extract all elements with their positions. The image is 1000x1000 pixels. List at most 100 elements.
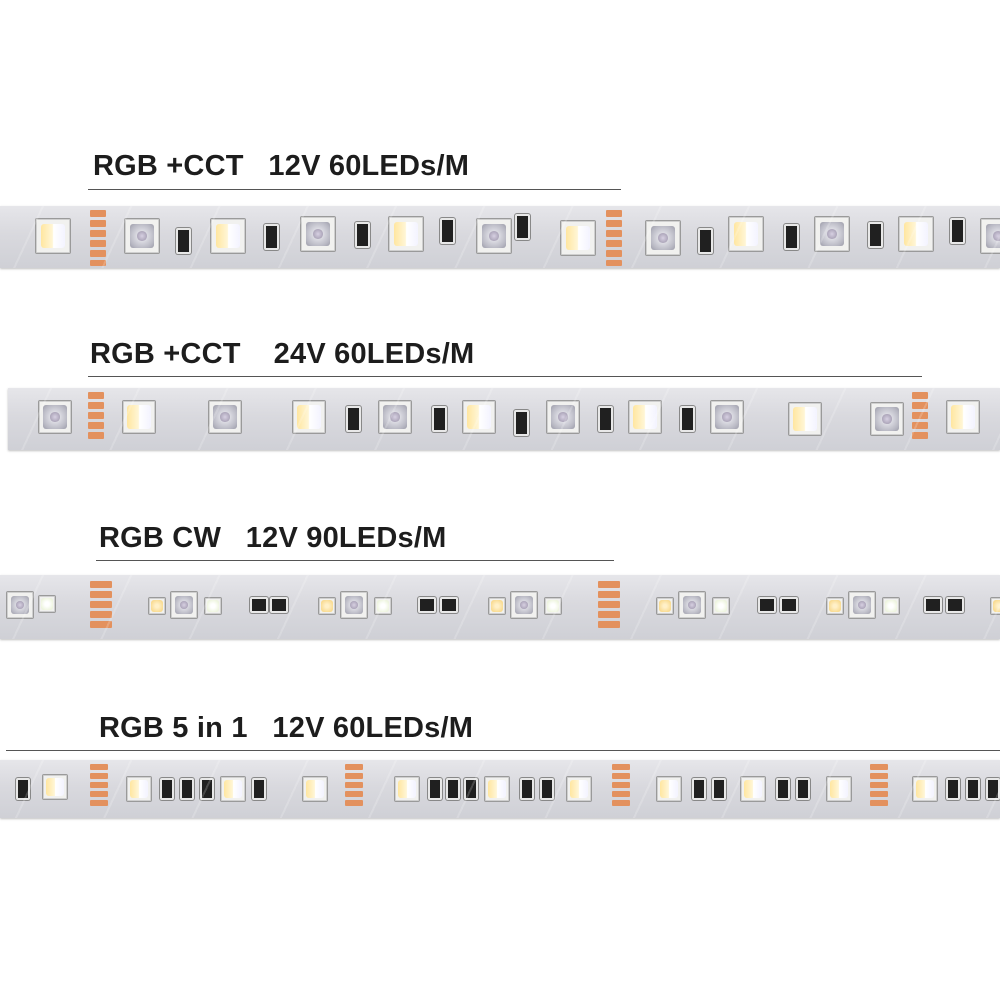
cut-pad bbox=[912, 402, 928, 409]
5in1-led bbox=[484, 776, 510, 802]
rgb-led bbox=[170, 591, 198, 619]
resistor bbox=[966, 778, 980, 800]
resistor bbox=[946, 597, 964, 613]
cut-pad bbox=[912, 412, 928, 419]
caption-rgb-cw-12v: RGB CW 12V 90LEDs/M bbox=[99, 522, 447, 554]
cut-pad bbox=[345, 782, 363, 788]
caption-rgb-cct-24v: RGB +CCT 24V 60LEDs/M bbox=[90, 338, 475, 370]
cut-pad bbox=[606, 240, 622, 247]
resistor bbox=[924, 597, 942, 613]
cut-pad bbox=[345, 791, 363, 797]
rgb-led bbox=[476, 218, 512, 254]
5in1-led bbox=[656, 776, 682, 802]
resistor bbox=[428, 778, 442, 800]
resistor bbox=[784, 224, 799, 250]
resistor bbox=[796, 778, 810, 800]
cut-pad bbox=[606, 230, 622, 237]
resistor bbox=[986, 778, 1000, 800]
cut-pad bbox=[598, 591, 620, 598]
resistor bbox=[514, 410, 529, 436]
caption-underline bbox=[96, 560, 614, 561]
cut-pad bbox=[88, 392, 104, 399]
resistor bbox=[200, 778, 214, 800]
rgb-led bbox=[124, 218, 160, 254]
cct-led bbox=[210, 218, 246, 254]
cut-pad bbox=[612, 764, 630, 770]
resistor bbox=[950, 218, 965, 244]
5in1-led bbox=[394, 776, 420, 802]
resistor bbox=[432, 406, 447, 432]
rgb-led bbox=[510, 591, 538, 619]
5in1-led bbox=[912, 776, 938, 802]
cct-led bbox=[946, 400, 980, 434]
cut-pad bbox=[606, 210, 622, 217]
cct-led bbox=[122, 400, 156, 434]
cut-pad bbox=[606, 250, 622, 257]
cct-led bbox=[35, 218, 71, 254]
cut-pad bbox=[870, 773, 888, 779]
rgb-led bbox=[6, 591, 34, 619]
caption-rgb-5in1-12v: RGB 5 in 1 12V 60LEDs/M bbox=[99, 712, 474, 744]
cut-pad bbox=[912, 392, 928, 399]
ww-led bbox=[148, 597, 166, 615]
resistor bbox=[698, 228, 713, 254]
rgb-led bbox=[814, 216, 850, 252]
rgb-led bbox=[870, 402, 904, 436]
5in1-led bbox=[826, 776, 852, 802]
cut-pad bbox=[598, 611, 620, 618]
led-strip-rgb-cct-12v bbox=[0, 206, 1000, 268]
cut-pad bbox=[612, 800, 630, 806]
cut-pad bbox=[90, 601, 112, 608]
cut-pad bbox=[912, 432, 928, 439]
5in1-led bbox=[126, 776, 152, 802]
resistor bbox=[346, 406, 361, 432]
cw-led bbox=[544, 597, 562, 615]
5in1-led bbox=[740, 776, 766, 802]
ww-led bbox=[656, 597, 674, 615]
cut-pad bbox=[598, 581, 620, 588]
resistor bbox=[160, 778, 174, 800]
rgb-led bbox=[340, 591, 368, 619]
rgb-led bbox=[710, 400, 744, 434]
cut-pad bbox=[598, 621, 620, 628]
ww-led bbox=[488, 597, 506, 615]
resistor bbox=[440, 597, 458, 613]
ww-led bbox=[990, 597, 1000, 615]
cut-pad bbox=[90, 220, 106, 227]
rgb-led bbox=[546, 400, 580, 434]
cut-pad bbox=[90, 260, 106, 266]
resistor bbox=[776, 778, 790, 800]
ww-led bbox=[318, 597, 336, 615]
resistor bbox=[440, 218, 455, 244]
resistor bbox=[520, 778, 534, 800]
cut-pad bbox=[90, 210, 106, 217]
resistor bbox=[16, 778, 30, 800]
resistor bbox=[692, 778, 706, 800]
cct-led bbox=[292, 400, 326, 434]
resistor bbox=[355, 222, 370, 248]
cut-pad bbox=[90, 621, 112, 628]
cut-pad bbox=[90, 230, 106, 237]
led-strip-rgb-5in1-12v bbox=[0, 760, 1000, 818]
cw-led bbox=[38, 595, 56, 613]
cut-pad bbox=[345, 800, 363, 806]
cut-pad bbox=[345, 773, 363, 779]
cut-pad bbox=[912, 422, 928, 429]
resistor bbox=[712, 778, 726, 800]
cct-led bbox=[898, 216, 934, 252]
cut-pad bbox=[612, 791, 630, 797]
cut-pad bbox=[88, 412, 104, 419]
ww-led bbox=[826, 597, 844, 615]
5in1-led bbox=[220, 776, 246, 802]
cut-pad bbox=[90, 782, 108, 788]
resistor bbox=[446, 778, 460, 800]
cut-pad bbox=[88, 422, 104, 429]
rgb-led bbox=[38, 400, 72, 434]
cut-pad bbox=[606, 220, 622, 227]
rgb-led bbox=[208, 400, 242, 434]
5in1-led bbox=[302, 776, 328, 802]
resistor bbox=[540, 778, 554, 800]
cct-led bbox=[560, 220, 596, 256]
cut-pad bbox=[598, 601, 620, 608]
rgb-led bbox=[678, 591, 706, 619]
